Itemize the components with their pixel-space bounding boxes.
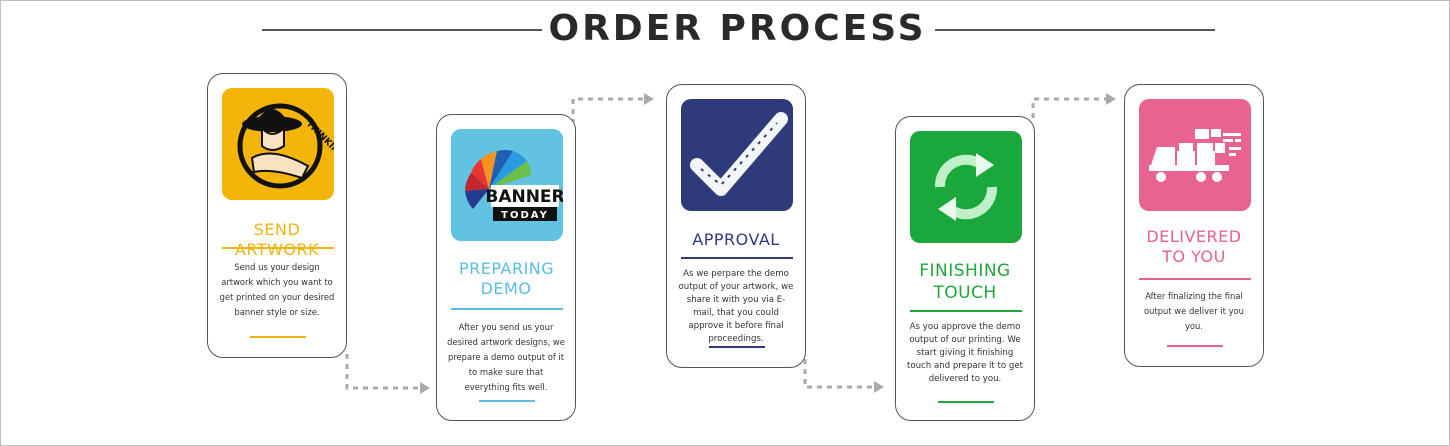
refresh-icon (910, 131, 1022, 243)
connector-arrow-2 (571, 93, 654, 124)
connector-arrow-4 (1031, 93, 1116, 118)
step-card-delivered-to-you: DELIVERED TO YOU After finalizing the fi… (1124, 84, 1264, 367)
step-title-underline (222, 247, 334, 249)
connector-arrow-3 (803, 359, 884, 393)
step-footer-accent (250, 336, 306, 338)
title-divider-right (935, 29, 1215, 31)
section-header: ORDER PROCESS (0, 8, 1450, 50)
step-title-underline (451, 308, 563, 310)
icon-tile: BANNER TODAY (451, 129, 563, 241)
step-title: DELIVERED TO YOU (1146, 227, 1242, 266)
step-card-preparing-demo: BANNER TODAY PREPARING DEMO After you se… (436, 114, 576, 421)
step-footer-accent (1167, 345, 1223, 347)
page-title: ORDER PROCESS (548, 8, 927, 49)
step-footer-accent (938, 401, 994, 403)
step-card-approval: APPROVAL As we perpare the demo output o… (666, 84, 806, 368)
step-description: After finalizing the final output we del… (1144, 291, 1244, 331)
connector-arrow-1 (345, 354, 430, 394)
step-description: As we perpare the demo output of your ar… (678, 269, 794, 344)
step-title: SEND ARTWORK (234, 220, 320, 259)
step-title-underline (910, 310, 1022, 312)
step-description: Send us your design artwork which you wa… (219, 262, 335, 317)
banner-today-logo-icon: BANNER TODAY (451, 129, 563, 241)
step-card-finishing-touch: FINISHING TOUCH As you approve the demo … (895, 116, 1035, 421)
step-title: FINISHING TOUCH (919, 261, 1011, 303)
icon-tile (681, 99, 793, 211)
thinking-icon: THINKING (222, 88, 334, 200)
step-title-underline (681, 257, 793, 259)
step-title-underline (1139, 278, 1251, 280)
step-footer-accent (709, 346, 765, 348)
icon-tile: THINKING (222, 88, 334, 200)
title-divider-left (262, 29, 542, 31)
icon-tile (910, 131, 1022, 243)
step-title: PREPARING DEMO (459, 259, 555, 298)
delivery-truck-icon (1139, 99, 1251, 211)
checkmark-icon (681, 99, 793, 211)
svg-text:TODAY: TODAY (501, 210, 549, 221)
step-description: As you approve the demo output of our pr… (906, 322, 1023, 384)
step-footer-accent (479, 400, 535, 402)
svg-text:BANNER: BANNER (485, 187, 563, 207)
step-description: After you send us your desired artwork d… (447, 322, 565, 392)
step-title: APPROVAL (692, 230, 780, 249)
step-card-send-artwork: THINKING SEND ARTWORK Send us your desig… (207, 73, 347, 358)
icon-tile (1139, 99, 1251, 211)
